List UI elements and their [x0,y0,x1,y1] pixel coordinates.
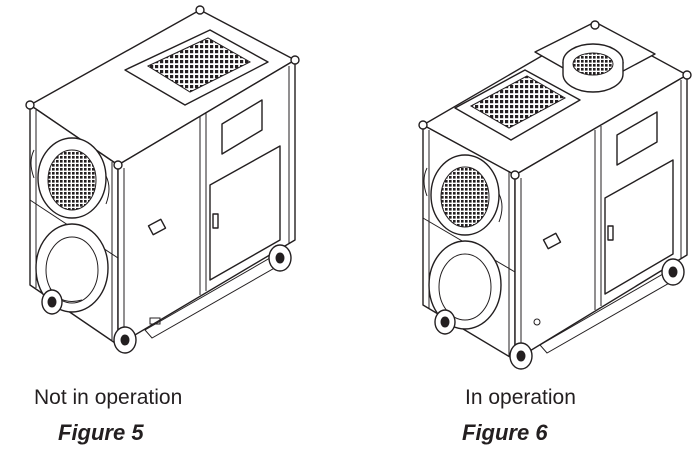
figure-5-label: Figure 5 [58,420,144,445]
upper-access-panel [616,111,658,166]
side-handle [542,232,562,250]
caster-front-right [113,326,137,354]
upper-duct-grille [440,166,490,228]
exhaust-fan-grille [572,52,614,76]
caster-rear-right [661,258,685,286]
door-latch [212,213,219,229]
upper-duct-grille [47,149,97,211]
top-exhaust-grille [146,37,252,93]
caster-rear-right [268,244,292,272]
side-handle [147,218,167,236]
figure-5-caption: Not in operation [34,386,183,409]
access-door [604,159,674,295]
upper-access-panel [221,99,263,155]
caster-front-right [509,342,533,370]
caster-front-left [434,309,456,335]
caster-front-left [41,289,63,315]
figure-6-caption: In operation [465,386,576,409]
figure-6-label: Figure 6 [462,420,548,445]
access-door [209,145,281,281]
air-conditioner-drawing-not-in-operation [25,5,300,354]
top-intake-grille [469,75,567,129]
door-latch [607,225,614,241]
air-conditioner-drawing-in-operation [418,20,692,370]
